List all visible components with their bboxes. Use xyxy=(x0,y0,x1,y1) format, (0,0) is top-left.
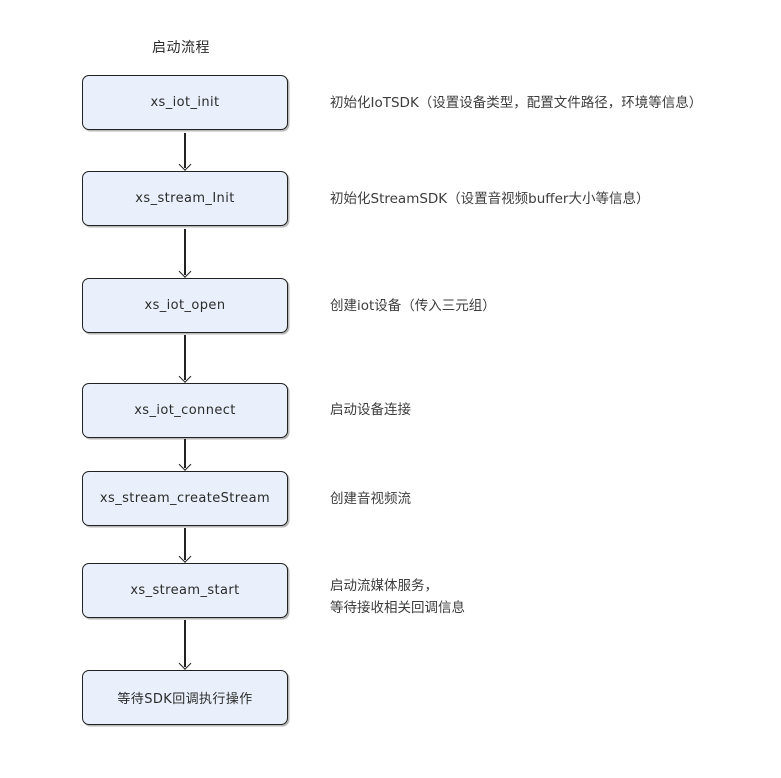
flow-arrow-down-icon xyxy=(184,620,186,667)
node-annotation: 初始化IoTSDK（设置设备类型，配置文件路径，环境等信息） xyxy=(330,95,703,111)
node-label: xs_stream_Init xyxy=(135,191,235,206)
node-annotation: 初始化StreamSDK（设置音视频buffer大小等信息） xyxy=(330,191,650,207)
node-label: xs_iot_init xyxy=(150,95,220,110)
node-label: xs_iot_open xyxy=(144,298,226,313)
flow-node-xs-iot-connect: xs_iot_connect xyxy=(82,383,288,438)
diagram-title: 启动流程 xyxy=(152,40,210,56)
flow-arrow-down-icon xyxy=(184,229,186,275)
flow-arrow-down-icon xyxy=(184,528,186,560)
flow-node-wait-sdk-callback: 等待SDK回调执行操作 xyxy=(82,670,288,725)
flow-arrow-down-icon xyxy=(184,439,186,468)
node-annotation: 创建音视频流 xyxy=(330,491,411,507)
node-label: xs_stream_createStream xyxy=(99,491,271,506)
flow-arrow-down-icon xyxy=(184,133,186,168)
flow-node-xs-stream-start: xs_stream_start xyxy=(82,563,288,618)
flow-node-xs-iot-init: xs_iot_init xyxy=(82,75,288,130)
node-label: xs_stream_start xyxy=(130,583,240,598)
node-annotation: 创建iot设备（传入三元组） xyxy=(330,298,496,314)
flow-node-xs-iot-open: xs_iot_open xyxy=(82,278,288,333)
flow-node-xs-stream-init: xs_stream_Init xyxy=(82,171,288,226)
node-label: xs_iot_connect xyxy=(134,403,236,418)
node-label: 等待SDK回调执行操作 xyxy=(117,692,253,707)
flow-node-xs-stream-createstream: xs_stream_createStream xyxy=(82,471,288,526)
node-annotation: 启动流媒体服务， 等待接收相关回调信息 xyxy=(330,578,465,616)
node-annotation: 启动设备连接 xyxy=(330,402,411,418)
flow-arrow-down-icon xyxy=(184,335,186,380)
